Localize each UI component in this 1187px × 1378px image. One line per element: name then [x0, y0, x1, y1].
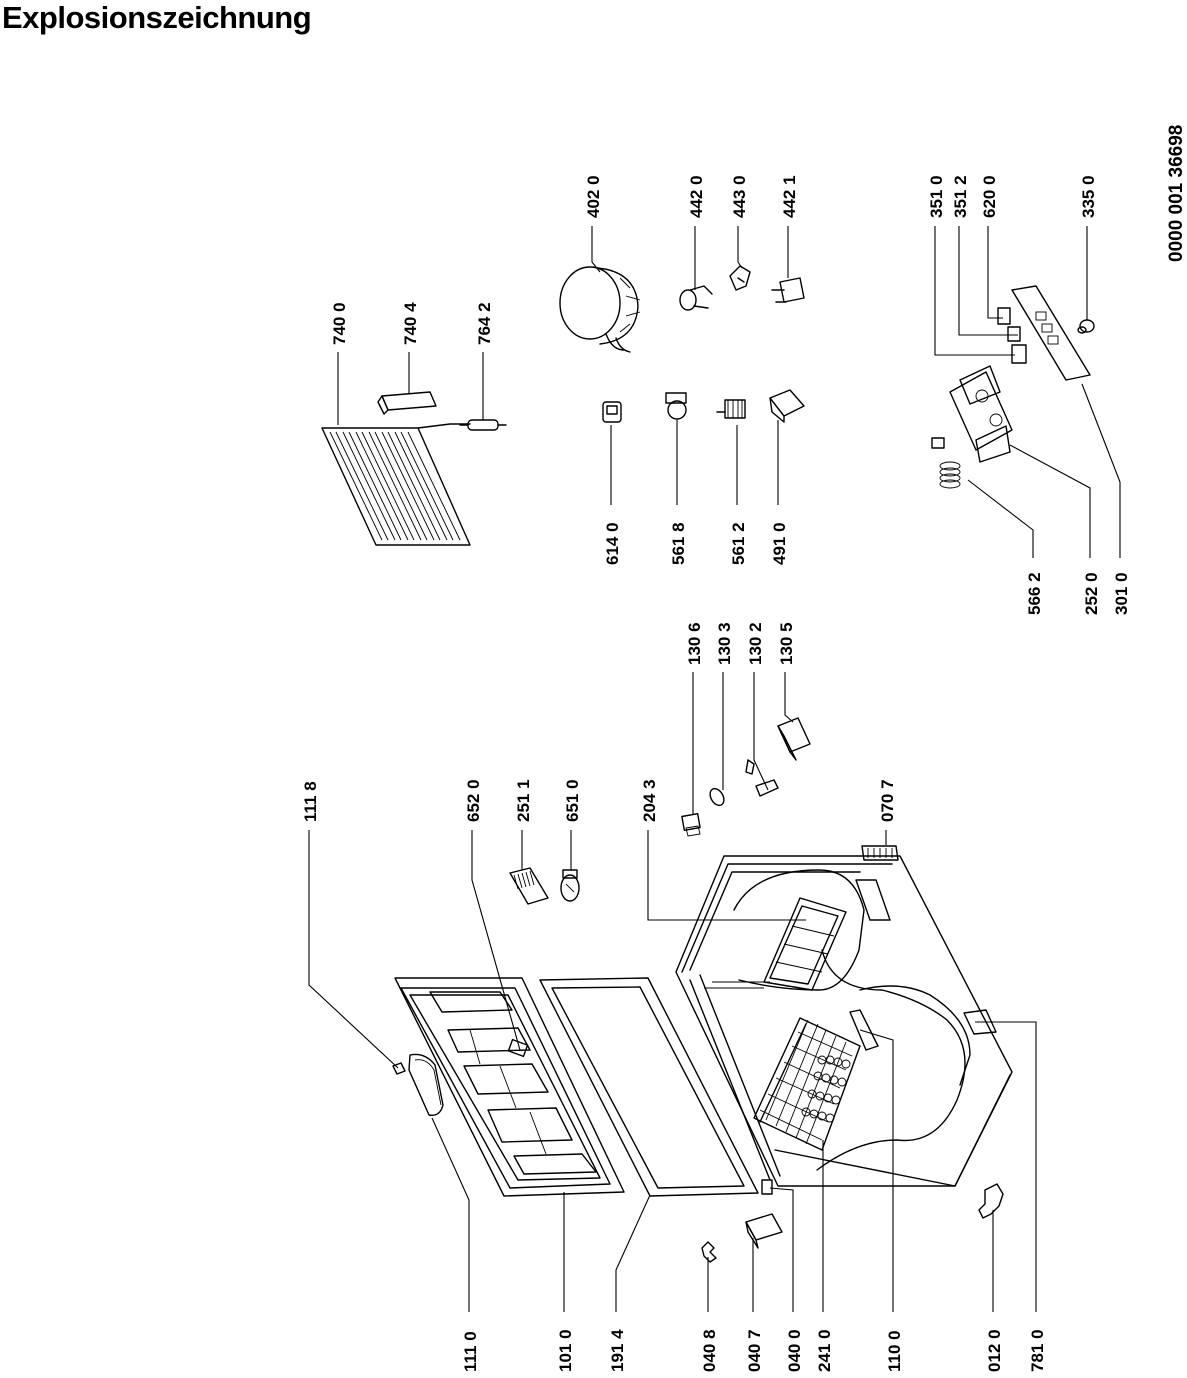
label-130-5: 130 5: [777, 622, 796, 665]
dryer-764-2: [459, 419, 507, 431]
leader-620-0: [987, 226, 1003, 319]
bracket-740-4: [377, 391, 437, 415]
cabinet-body: [675, 855, 1013, 1187]
leader-252-0: [1009, 444, 1091, 558]
label-040-0: 040 0: [785, 1329, 804, 1372]
label-040-8: 040 8: [700, 1329, 719, 1372]
leader-402-0: [591, 226, 601, 273]
leader-191-4: [615, 1194, 651, 1312]
knob-335-0: [1077, 319, 1095, 334]
clip-443-0: [729, 265, 751, 291]
divider-110-0: [849, 1009, 879, 1051]
label-111-0: 111 0: [461, 1331, 480, 1372]
part-652-0: [507, 1038, 529, 1058]
label-443-0: 443 0: [730, 175, 749, 218]
label-241-0: 241 0: [815, 1329, 834, 1372]
label-740-4: 740 4: [401, 302, 420, 345]
label-781-0: 781 0: [1028, 1329, 1047, 1372]
wire-basket-grid: [801, 1055, 851, 1123]
clip-111-8: [392, 1062, 406, 1075]
label-620-0: 620 0: [980, 175, 999, 218]
label-301-0: 301 0: [1112, 572, 1131, 615]
gasket-191-4: [539, 977, 759, 1197]
part-130-2: [745, 759, 779, 797]
part-130-5: [777, 717, 811, 761]
label-130-6: 130 6: [685, 622, 704, 665]
label-566-2: 566 2: [1025, 572, 1044, 615]
label-110-0: 110 0: [885, 1330, 904, 1372]
part-614-0: [602, 401, 622, 423]
document-number: 0000 001 36698: [1166, 125, 1187, 262]
housing-252-0: [949, 365, 1013, 463]
label-130-3: 130 3: [715, 622, 734, 665]
grille-070-7: [861, 845, 899, 861]
label-111-8: 111 8: [301, 781, 320, 822]
label-351-0: 351 0: [927, 175, 946, 218]
label-101-0: 101 0: [556, 1329, 575, 1372]
condenser-740-0: [321, 423, 471, 546]
part-251-1: [509, 867, 549, 905]
label-204-3: 204 3: [640, 779, 659, 822]
relay-442-0: [679, 285, 713, 311]
part-561-8: [665, 392, 687, 420]
leader-351-0: [934, 226, 1015, 356]
part-491-0: [769, 389, 805, 423]
label-252-0: 252 0: [1082, 572, 1101, 615]
label-491-0: 491 0: [770, 522, 789, 565]
leader-351-2: [958, 226, 1018, 336]
bracket-040-7: [745, 1213, 783, 1249]
leader-204-3: [647, 830, 806, 921]
holder-442-1: [771, 277, 805, 303]
leader-111-0: [431, 1117, 470, 1312]
hinge-012-0: [978, 1183, 1004, 1219]
label-764-2: 764 2: [475, 302, 494, 345]
label-614-0: 614 0: [603, 522, 622, 565]
handle-111-0: [408, 1053, 444, 1116]
label-652-0: 652 0: [464, 779, 483, 822]
part-130-6: [681, 813, 701, 837]
leader-130-5: [784, 672, 794, 723]
label-070-7: 070 7: [878, 779, 897, 822]
leader-130-2: [753, 672, 769, 791]
part-labels: 111 8 652 0 251 1 651 0 204 3 070 7 130 …: [301, 175, 1131, 1372]
label-740-0: 740 0: [330, 302, 349, 345]
switches-351: [997, 307, 1027, 364]
panel-301-0: [1011, 285, 1091, 381]
part-561-2: [716, 399, 746, 419]
leader-652-0: [471, 830, 521, 1051]
leader-040-0: [769, 1187, 794, 1312]
spring-566-2: [931, 437, 961, 489]
label-191-4: 191 4: [608, 1329, 627, 1372]
wire-basket-241-0: [753, 1017, 861, 1151]
lid-frame-101-0: [394, 977, 625, 1197]
leader-781-0: [975, 1021, 1037, 1312]
label-442-1: 442 1: [780, 175, 799, 218]
leader-566-2: [967, 479, 1034, 558]
label-012-0: 012 0: [985, 1329, 1004, 1372]
leader-301-0: [1081, 383, 1121, 558]
bracket-781-0: [963, 1009, 997, 1035]
foot-040-0: [761, 1179, 773, 1195]
label-651-0: 651 0: [563, 779, 582, 822]
screw-040-8: [701, 1241, 717, 1263]
label-442-0: 442 0: [687, 175, 706, 218]
label-351-2: 351 2: [951, 175, 970, 218]
lamp-651-0: [560, 869, 580, 902]
rating-plate: [855, 879, 891, 921]
basket-204-3: [704, 897, 847, 991]
label-040-7: 040 7: [745, 1329, 764, 1372]
compressor-402-0: [559, 266, 641, 353]
leader-443-0: [737, 226, 743, 269]
page-title: Explosionszeichnung: [2, 0, 312, 35]
label-251-1: 251 1: [514, 779, 533, 822]
label-130-2: 130 2: [746, 622, 765, 665]
leader-111-8: [308, 830, 399, 1069]
label-402-0: 402 0: [584, 175, 603, 218]
label-561-8: 561 8: [669, 522, 688, 565]
part-130-3: [709, 787, 725, 807]
label-561-2: 561 2: [729, 522, 748, 565]
label-335-0: 335 0: [1079, 175, 1098, 218]
